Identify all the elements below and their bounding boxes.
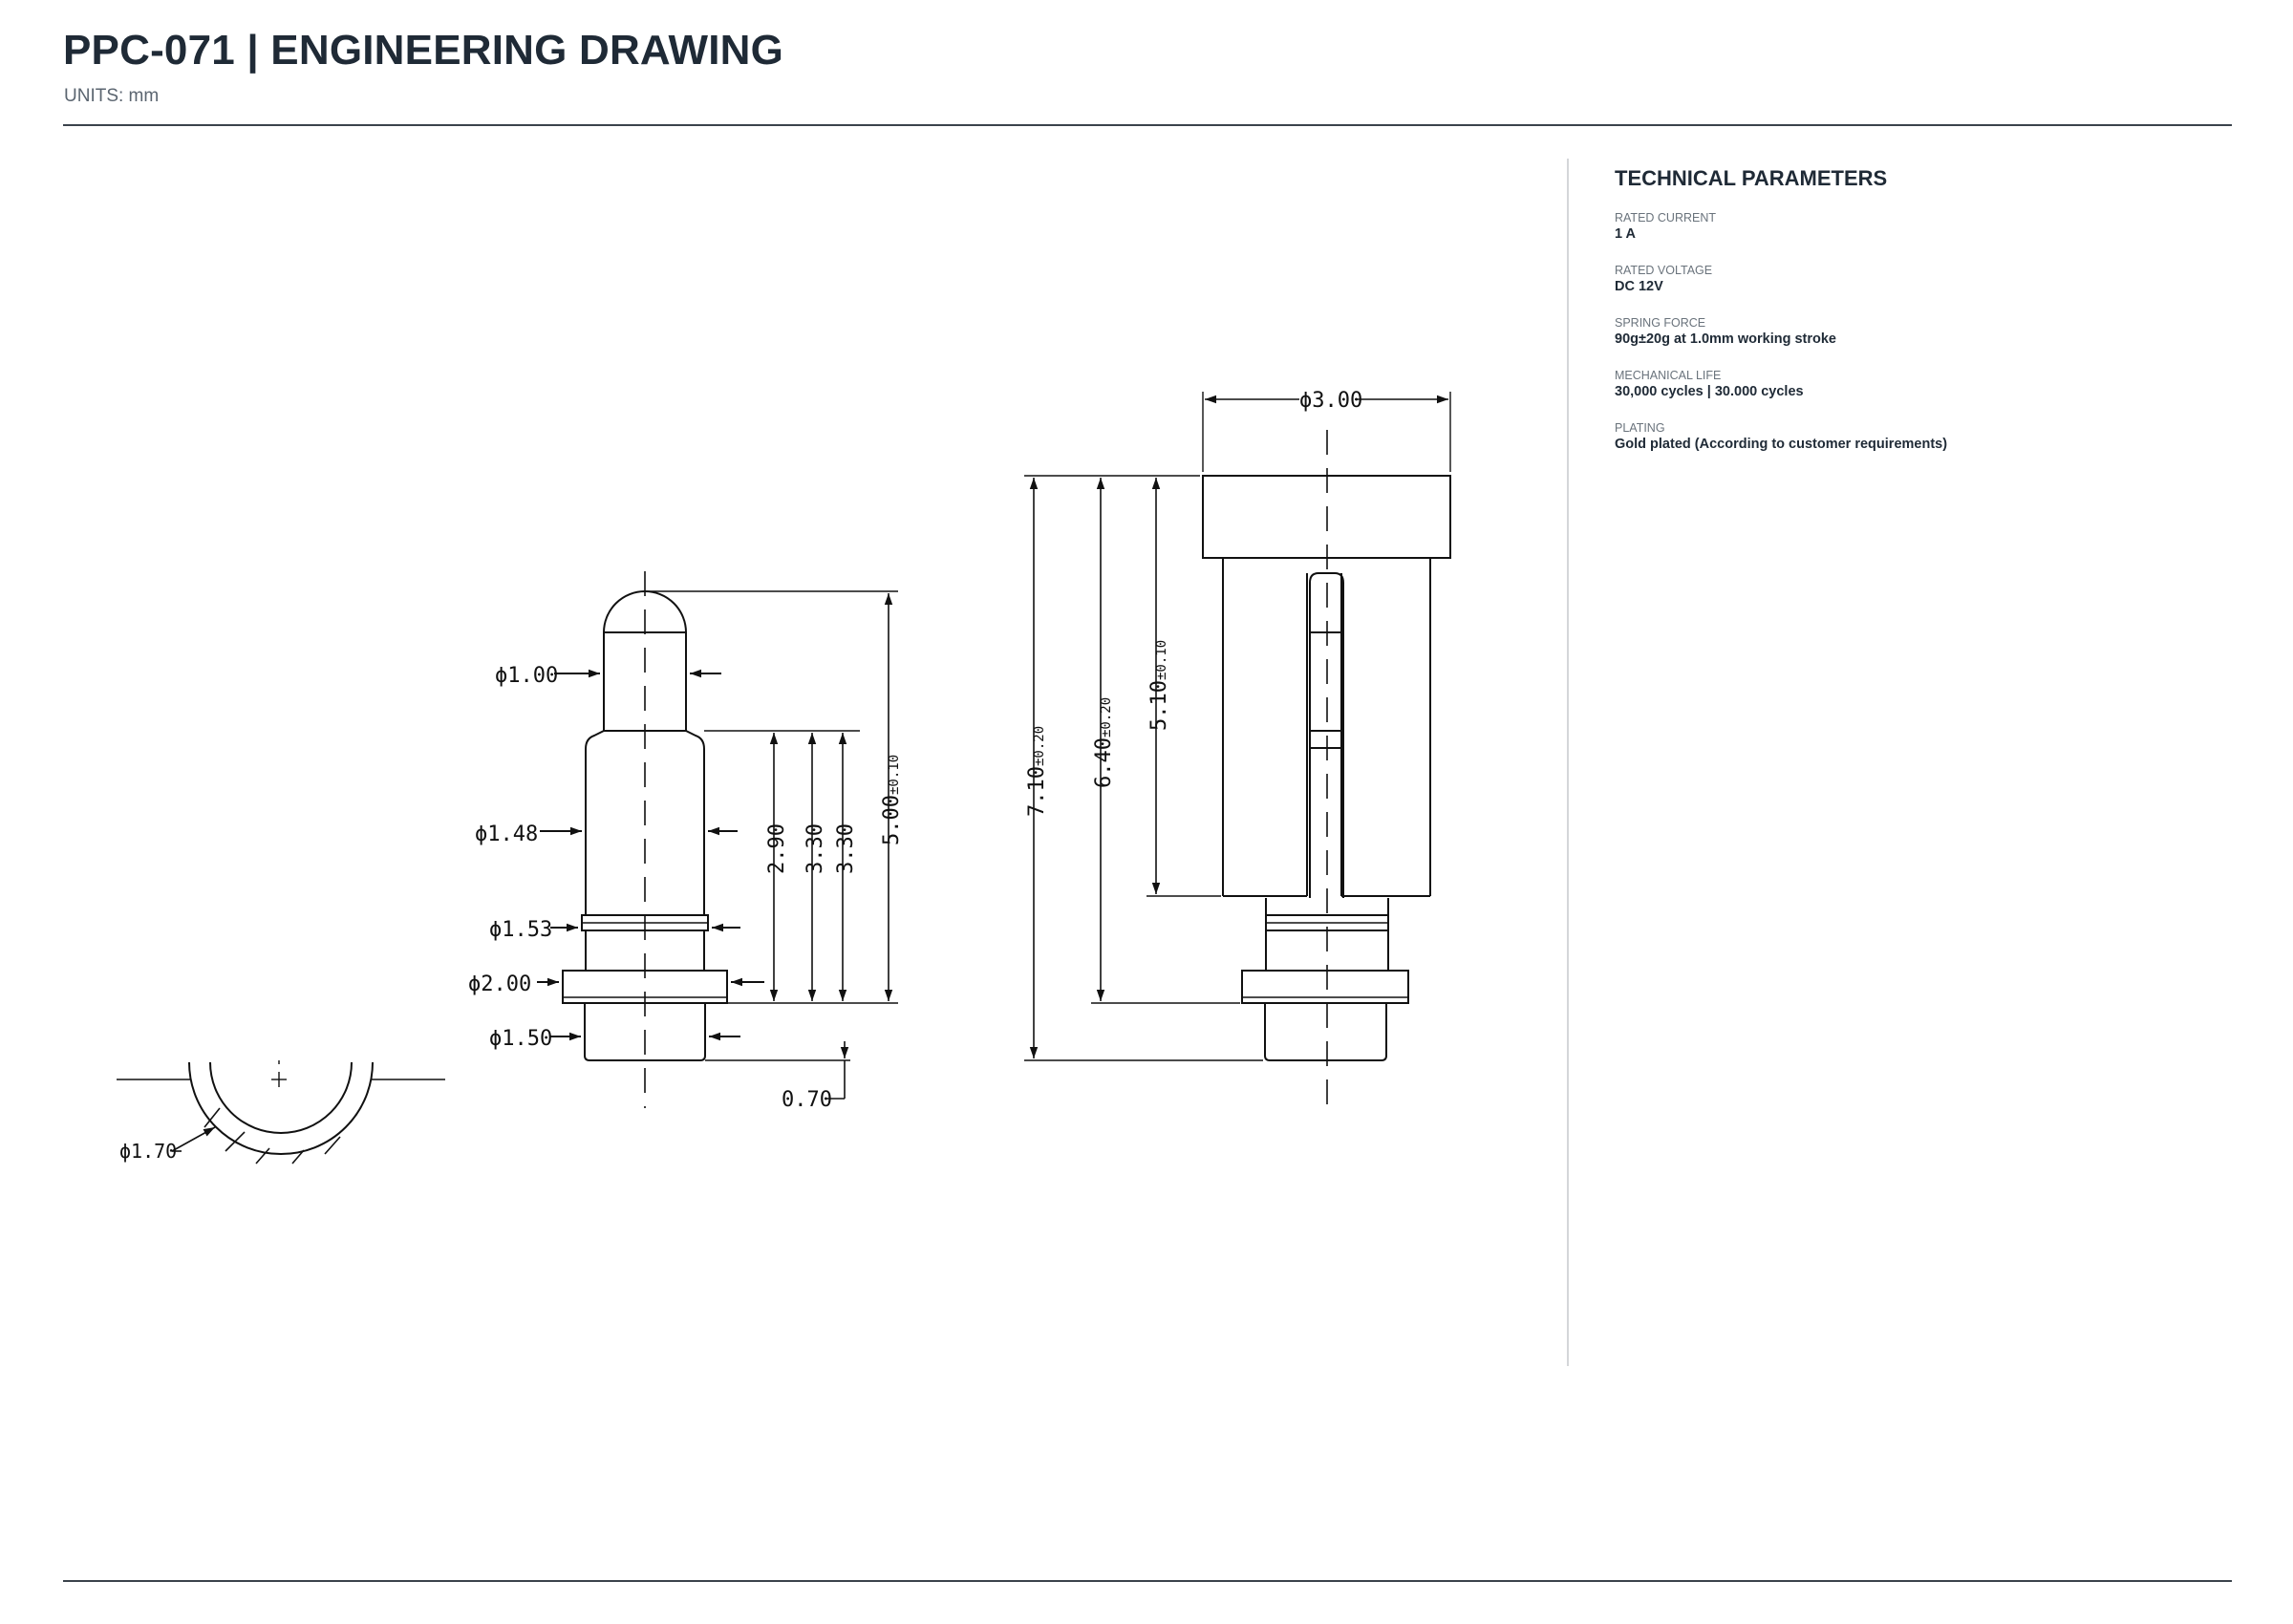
param-rated-current: RATED CURRENT 1 A bbox=[1615, 210, 2226, 244]
page-title: PPC-071 | ENGINEERING DRAWING bbox=[63, 27, 784, 74]
param-mechanical-life: MECHANICAL LIFE 30,000 cycles | 30.000 c… bbox=[1615, 368, 2226, 401]
param-plating: PLATING Gold plated (According to custom… bbox=[1615, 420, 2226, 454]
header-divider bbox=[63, 124, 2232, 126]
param-value: DC 12V bbox=[1615, 279, 1663, 294]
dim-d200: ϕ2.00 bbox=[468, 972, 531, 996]
param-value: 90g±20g at 1.0mm working stroke bbox=[1615, 331, 1836, 347]
param-label: SPRING FORCE bbox=[1615, 316, 1706, 330]
dim-d148: ϕ1.48 bbox=[475, 823, 538, 846]
param-label: RATED CURRENT bbox=[1615, 211, 1717, 224]
section-view bbox=[1202, 430, 1451, 1108]
panel-divider bbox=[1567, 159, 1569, 1366]
dim-h710: 7.10±0.20 bbox=[1025, 726, 1049, 817]
footer-divider bbox=[63, 1580, 2232, 1582]
technical-parameters-panel: TECHNICAL PARAMETERS RATED CURRENT 1 A R… bbox=[1615, 166, 2226, 473]
dim-d100: ϕ1.00 bbox=[495, 664, 558, 688]
dim-d153: ϕ1.53 bbox=[489, 918, 552, 942]
dim-h290: 2.90 bbox=[765, 823, 789, 874]
dim-h510: 5.10±0.10 bbox=[1147, 640, 1171, 731]
dim-h330b: 3.30 bbox=[834, 823, 858, 874]
dim-h500: 5.00±0.10 bbox=[880, 755, 904, 845]
dim-h070: 0.70 bbox=[782, 1088, 832, 1112]
param-value: 1 A bbox=[1615, 226, 1637, 242]
param-value: 30,000 cycles | 30.000 cycles bbox=[1615, 384, 1804, 399]
technical-parameters-heading: TECHNICAL PARAMETERS bbox=[1615, 166, 1888, 190]
param-label: MECHANICAL LIFE bbox=[1615, 369, 1722, 382]
param-rated-voltage: RATED VOLTAGE DC 12V bbox=[1615, 263, 2226, 296]
param-label: PLATING bbox=[1615, 421, 1665, 435]
param-label: RATED VOLTAGE bbox=[1615, 264, 1713, 277]
dim-d170: ϕ1.70 bbox=[119, 1140, 177, 1163]
param-spring-force: SPRING FORCE 90g±20g at 1.0mm working st… bbox=[1615, 315, 2226, 349]
dim-d300: ϕ3.00 bbox=[1299, 389, 1362, 413]
side-view bbox=[562, 571, 728, 1108]
units-label: UNITS: mm bbox=[64, 86, 160, 106]
dim-d150: ϕ1.50 bbox=[489, 1027, 552, 1051]
param-value: Gold plated (According to customer requi… bbox=[1615, 437, 1948, 452]
cross-section bbox=[117, 1060, 445, 1165]
engineering-drawing: ϕ1.00 ϕ1.48 ϕ1.53 ϕ2.00 ϕ1.50 ϕ1.70 ϕ3.0… bbox=[117, 389, 1451, 1165]
dim-h330a: 3.30 bbox=[804, 823, 827, 874]
dim-h640: 6.40±0.20 bbox=[1092, 697, 1116, 788]
